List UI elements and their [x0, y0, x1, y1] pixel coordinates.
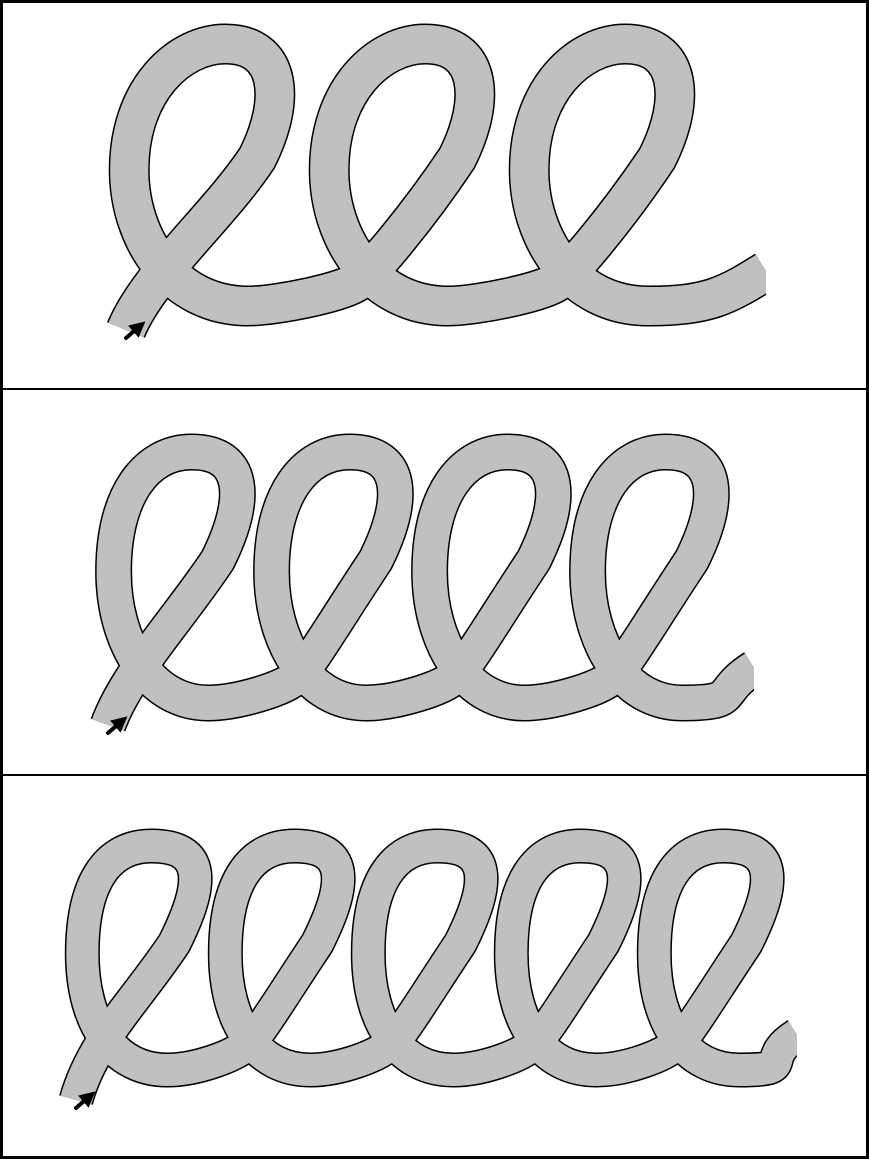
coil-panel-four-loops: [108, 425, 866, 770]
coil-panel-three-loops: [126, 15, 866, 375]
strand-end-mask: [797, 820, 866, 1136]
coil-strand: [76, 846, 797, 1100]
strand-end-mask: [766, 15, 866, 375]
strand-end-mask: [754, 425, 866, 770]
coil-panel-five-loops: [76, 820, 866, 1136]
panels-layer: [76, 15, 866, 1136]
coil-strand: [108, 452, 754, 725]
coil-strand: [126, 44, 766, 330]
